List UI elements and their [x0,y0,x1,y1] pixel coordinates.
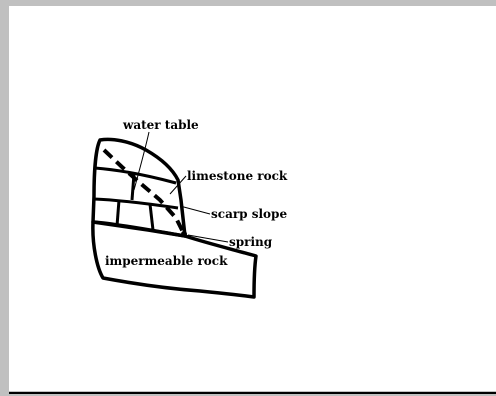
spring-label: spring [229,235,273,249]
water-table-line [104,150,183,232]
joint-2 [117,200,119,226]
impermeable-rock-label: impermeable rock [105,254,228,268]
scarp-slope-label: scarp slope [211,207,287,221]
water-table-label: water table [122,118,199,132]
scarp-slope-pointer [180,206,210,214]
bedding-plane-lower [94,199,178,208]
spring-point [181,231,187,237]
joint-3 [150,204,153,230]
limestone-rock-label: limestone rock [187,169,288,183]
water-table-pointer [134,132,149,190]
